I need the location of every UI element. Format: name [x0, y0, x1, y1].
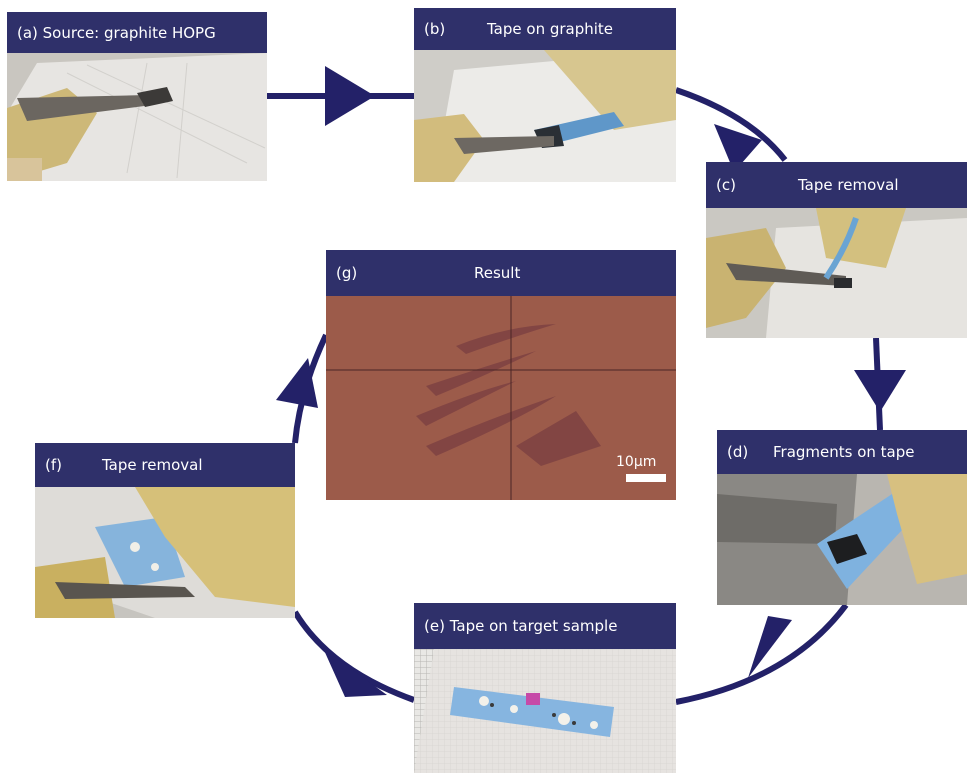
arrowhead-f-g	[276, 358, 318, 408]
panel-g-title: Result	[474, 264, 521, 282]
panel-c-label: (c)	[716, 176, 736, 194]
panel-g-header: (g) Result	[326, 250, 676, 296]
panel-e-label: (e) Tape on target sample	[424, 617, 618, 635]
panel-e-header: (e) Tape on target sample	[414, 603, 676, 649]
panel-b-header: (b) Tape on graphite	[414, 8, 676, 50]
photo-tape-peeled-from-sample	[35, 487, 295, 618]
arrowhead-e-f	[323, 648, 387, 697]
arrowhead-d-e	[748, 616, 792, 678]
panel-fragments-on-tape: (d) Fragments on tape	[717, 430, 967, 605]
panel-tape-removal-c: (c) Tape removal	[706, 162, 967, 338]
photo-graphite-fragments-on-tape	[717, 474, 967, 605]
arrowhead-a-b	[325, 66, 375, 126]
panel-c-header: (c) Tape removal	[706, 162, 967, 208]
panel-f-header: (f) Tape removal	[35, 443, 295, 487]
panel-f-title: Tape removal	[102, 456, 203, 474]
panel-b-title: Tape on graphite	[487, 20, 614, 38]
photo-tweezers-holding-graphite	[7, 53, 267, 181]
scale-bar-label: 10µm	[616, 454, 657, 470]
panel-tape-on-graphite: (b) Tape on graphite	[414, 8, 676, 182]
panel-source-graphite: (a) Source: graphite HOPG	[7, 12, 267, 181]
panel-d-label: (d)	[727, 443, 749, 461]
panel-c-title: Tape removal	[798, 176, 899, 194]
arrow-d-to-e	[675, 603, 849, 705]
scale-bar	[626, 474, 666, 482]
panel-result-micrograph: (g) Result 10µm	[326, 250, 676, 500]
panel-a-label: (a) Source: graphite HOPG	[17, 23, 216, 42]
arrowhead-b-c	[714, 124, 762, 172]
panel-tape-removal-f: (f) Tape removal	[35, 443, 295, 618]
photo-optical-micrograph-flakes: 10µm	[326, 296, 676, 500]
photo-tape-peeled-from-graphite	[706, 208, 967, 338]
panel-g-label: (g)	[336, 264, 358, 282]
panel-a-header: (a) Source: graphite HOPG	[7, 12, 267, 53]
photo-tape-applied-to-graphite	[414, 50, 676, 182]
panel-b-label: (b)	[424, 20, 446, 38]
panel-tape-on-target-sample: (e) Tape on target sample	[414, 603, 676, 773]
photo-tape-on-substrate	[414, 649, 676, 773]
panel-d-header: (d) Fragments on tape	[717, 430, 967, 474]
panel-f-label: (f)	[45, 456, 62, 474]
arrow-b-to-c	[675, 87, 788, 162]
panel-d-title: Fragments on tape	[773, 443, 915, 461]
arrowhead-c-d	[854, 370, 906, 412]
